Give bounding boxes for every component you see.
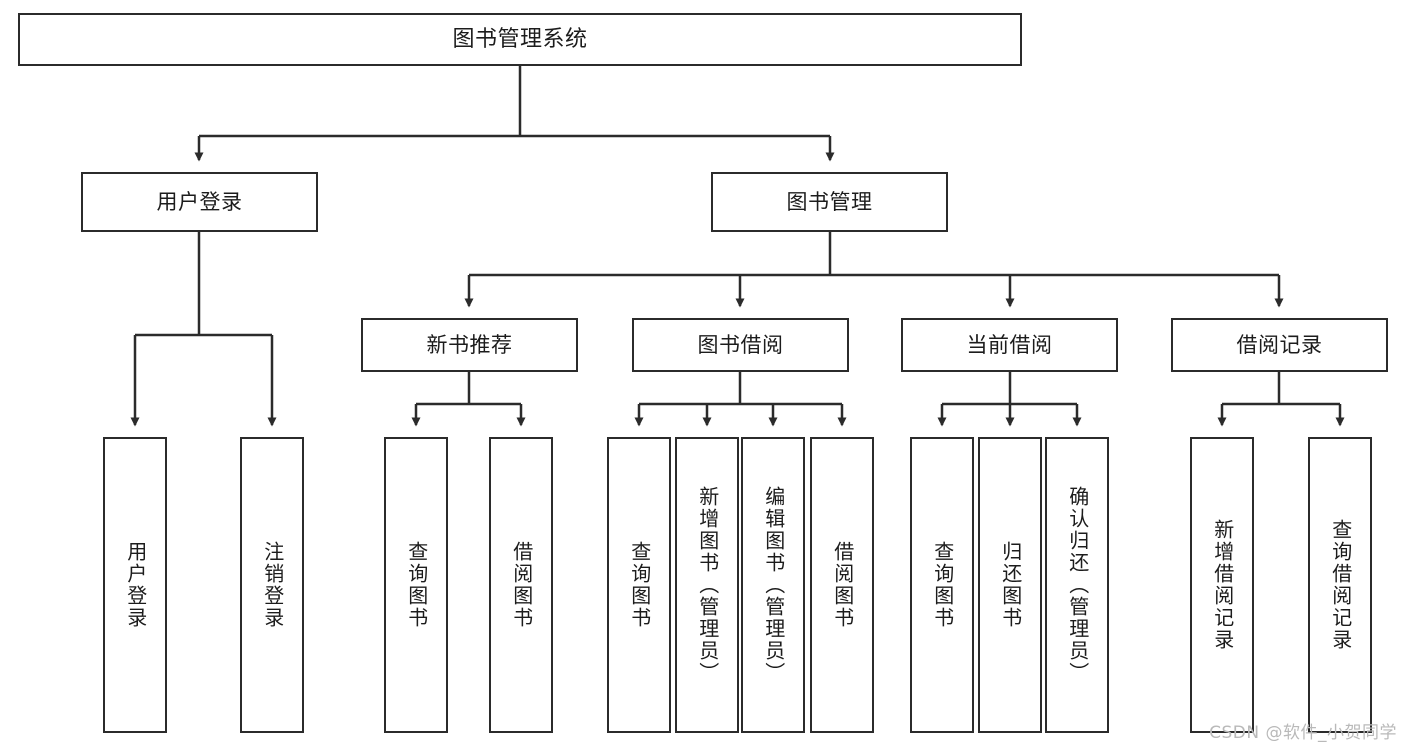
node-user-login[interactable]: 用户登录 (81, 172, 318, 232)
leaf-current-borrow-query[interactable]: 查询图书 (910, 437, 974, 733)
node-new-book-recommend[interactable]: 新书推荐 (361, 318, 578, 372)
leaf-user-login-logout[interactable]: 注销登录 (240, 437, 304, 733)
leaf-book-borrow-lend[interactable]: 借阅图书 (810, 437, 874, 733)
leaf-label: 用户登录 (123, 541, 148, 629)
leaf-label: 编辑图书（管理员） (761, 486, 786, 684)
leaf-label: 归还图书 (998, 541, 1023, 629)
leaf-label: 新增图书（管理员） (695, 486, 720, 684)
leaf-new-book-borrow[interactable]: 借阅图书 (489, 437, 553, 733)
leaf-label: 查询图书 (404, 541, 429, 629)
leaf-label: 查询借阅记录 (1328, 519, 1353, 651)
leaf-label: 借阅图书 (830, 541, 855, 629)
leaf-borrow-record-add[interactable]: 新增借阅记录 (1190, 437, 1254, 733)
node-current-borrow-label: 当前借阅 (966, 332, 1053, 357)
leaf-user-login-login[interactable]: 用户登录 (103, 437, 167, 733)
node-borrow-record-label: 借阅记录 (1236, 332, 1323, 357)
leaf-book-borrow-edit[interactable]: 编辑图书（管理员） (741, 437, 805, 733)
leaf-borrow-record-query[interactable]: 查询借阅记录 (1308, 437, 1372, 733)
watermark: CSDN @软件_小贺同学 (1209, 723, 1397, 743)
node-book-management-label: 图书管理 (786, 189, 873, 214)
leaf-new-book-query[interactable]: 查询图书 (384, 437, 448, 733)
node-current-borrow[interactable]: 当前借阅 (901, 318, 1118, 372)
leaf-label: 新增借阅记录 (1210, 519, 1235, 651)
leaf-current-borrow-return[interactable]: 归还图书 (978, 437, 1042, 733)
leaf-label: 确认归还（管理员） (1065, 486, 1090, 684)
node-borrow-record[interactable]: 借阅记录 (1171, 318, 1388, 372)
node-book-management[interactable]: 图书管理 (711, 172, 948, 232)
leaf-label: 借阅图书 (509, 541, 534, 629)
node-book-borrow-label: 图书借阅 (697, 332, 784, 357)
leaf-book-borrow-query[interactable]: 查询图书 (607, 437, 671, 733)
node-user-login-label: 用户登录 (156, 189, 243, 214)
node-book-borrow[interactable]: 图书借阅 (632, 318, 849, 372)
leaf-current-borrow-confirm[interactable]: 确认归还（管理员） (1045, 437, 1109, 733)
leaf-label: 注销登录 (260, 541, 285, 629)
node-new-book-recommend-label: 新书推荐 (426, 332, 513, 357)
node-root-label: 图书管理系统 (452, 26, 588, 52)
leaf-book-borrow-add[interactable]: 新增图书（管理员） (675, 437, 739, 733)
node-root[interactable]: 图书管理系统 (18, 13, 1022, 66)
leaf-label: 查询图书 (930, 541, 955, 629)
leaf-label: 查询图书 (627, 541, 652, 629)
